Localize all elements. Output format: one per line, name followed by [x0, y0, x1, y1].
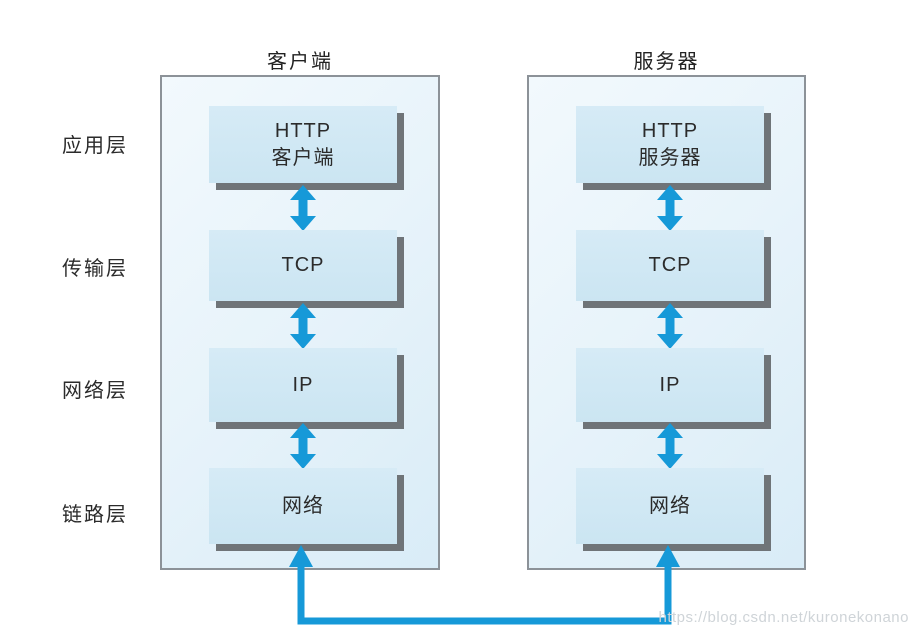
client-http-box: HTTP 客户端 [209, 106, 397, 183]
client-http-box-line1: HTTP [274, 119, 332, 142]
client-arrow-transport-network-icon [290, 303, 316, 349]
server-tcp-box: TCP [576, 230, 764, 301]
server-ip-box-label: IP [659, 373, 681, 396]
layer-label-application: 应用层 [62, 135, 128, 157]
client-http-box-line2: 客户端 [271, 146, 335, 169]
layer-label-link: 链路层 [62, 504, 128, 526]
server-arrow-transport-network-icon [657, 303, 683, 349]
server-stack-panel: HTTP 服务器 TCP IP 网络 [527, 75, 806, 570]
client-stack-panel: HTTP 客户端 TCP IP 网络 [160, 75, 440, 570]
client-ip-box-label: IP [292, 373, 314, 396]
layer-label-transport: 传输层 [62, 258, 128, 280]
client-network-box-label: 网络 [282, 494, 324, 517]
server-column-title: 服务器 [633, 51, 700, 73]
client-tcp-box-label: TCP [281, 254, 325, 276]
server-arrow-network-link-icon [657, 423, 683, 469]
server-http-box-line1: HTTP [641, 119, 699, 142]
watermark-text: https://blog.csdn.net/kuronekonano [658, 609, 909, 626]
client-network-box: 网络 [209, 468, 397, 544]
server-network-box: 网络 [576, 468, 764, 544]
server-http-box: HTTP 服务器 [576, 106, 764, 183]
server-arrow-app-transport-icon [657, 185, 683, 231]
client-ip-box: IP [209, 348, 397, 422]
client-column-title: 客户端 [267, 51, 333, 73]
client-tcp-box: TCP [209, 230, 397, 301]
server-http-box-line2: 服务器 [638, 146, 702, 169]
client-arrow-network-link-icon [290, 423, 316, 469]
server-network-box-label: 网络 [649, 494, 691, 517]
server-ip-box: IP [576, 348, 764, 422]
layer-label-network: 网络层 [62, 380, 128, 402]
client-arrow-app-transport-icon [290, 185, 316, 231]
server-tcp-box-label: TCP [648, 254, 692, 276]
